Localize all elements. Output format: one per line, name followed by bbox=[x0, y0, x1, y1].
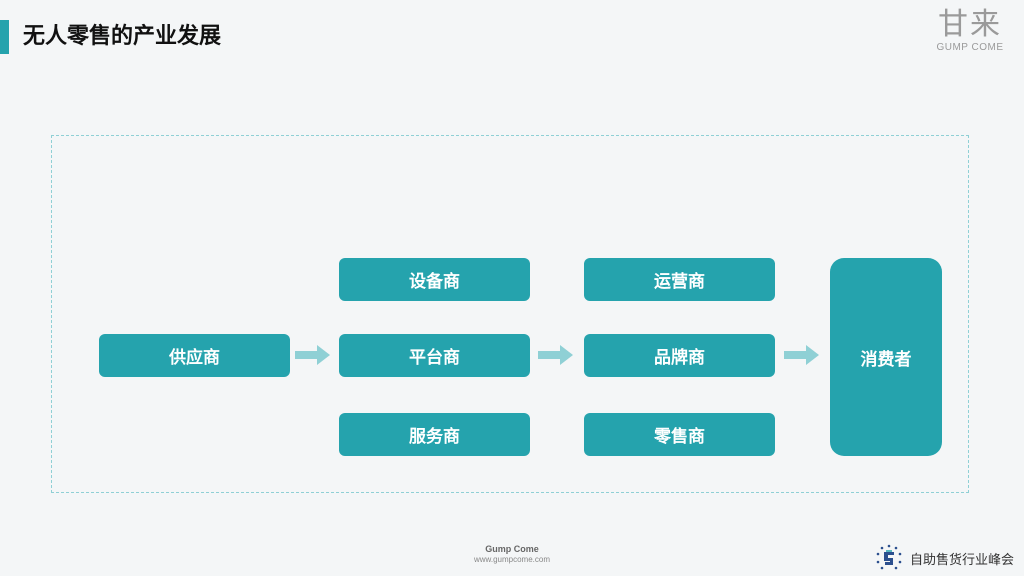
footer-name: Gump Come bbox=[485, 544, 539, 554]
brand-logo-cn: 甘来 bbox=[938, 7, 1002, 42]
brand-logo-en: GUMP COME bbox=[936, 42, 1004, 53]
node-equipment: 设备商 bbox=[339, 258, 530, 301]
summit-text: 自助售货行业峰会 bbox=[909, 552, 1014, 568]
title-accent-bar bbox=[0, 20, 9, 54]
node-platform: 平台商 bbox=[339, 334, 530, 377]
flow-arrow-icon bbox=[784, 345, 819, 365]
node-operator: 运营商 bbox=[584, 258, 775, 301]
node-retailer: 零售商 bbox=[584, 413, 775, 456]
page-title: 无人零售的产业发展 bbox=[23, 24, 222, 49]
brand-logo: 甘来 GUMP COME bbox=[930, 8, 1010, 54]
node-consumer: 消费者 bbox=[830, 258, 942, 456]
node-service: 服务商 bbox=[339, 413, 530, 456]
flow-arrow-icon bbox=[538, 345, 573, 365]
node-brand: 品牌商 bbox=[584, 334, 775, 377]
footer-brand: Gump Come www.gumpcome.com bbox=[0, 544, 1024, 565]
summit-logo-icon bbox=[876, 544, 902, 570]
footer-url: www.gumpcome.com bbox=[473, 555, 551, 564]
summit-badge: 自助售货行业峰会 bbox=[874, 544, 1014, 572]
flow-arrow-icon bbox=[295, 345, 330, 365]
diagram-frame bbox=[51, 135, 969, 493]
node-supplier: 供应商 bbox=[99, 334, 290, 377]
